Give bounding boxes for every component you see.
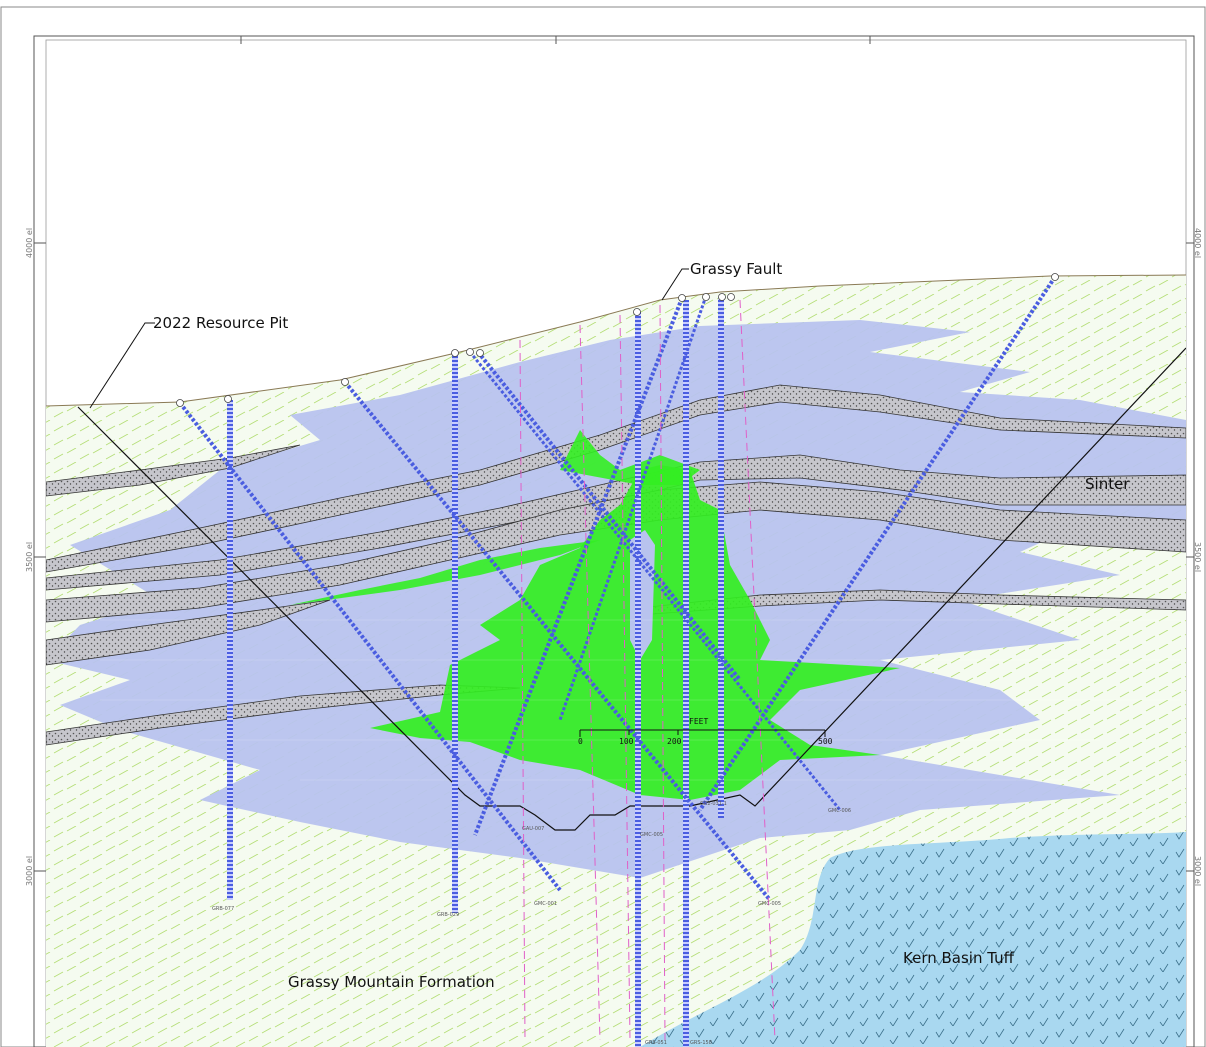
elevation-3500-left: 3500 el [25,542,34,572]
drillhole-dashed [579,324,601,1041]
drillhole-vertical [718,298,724,818]
topographic-surface [46,274,1186,407]
drillhole-dashed [739,299,776,1041]
sinter-bands [46,384,1186,746]
scale-bar-title: FEET [689,717,708,726]
drillhole-inclined [343,380,772,902]
scale-bar: FEET 0 100 200 500 [578,717,833,746]
drillhole-label: GRS-051 [645,1040,667,1046]
elevation-3000-right: 3000 el [1193,856,1202,886]
grassy-fault-label: Grassy Fault [690,260,782,278]
resource-pit-label: 2022 Resource Pit [153,314,288,332]
drillhole-vertical [227,400,233,900]
drillhole-label: GRB-029 [437,912,459,918]
scale-tick-200: 200 [667,737,682,746]
drillhole-inclined [468,351,842,811]
scale-tick-100: 100 [619,737,634,746]
drillhole-labels: GRB-077 GRB-029 GAU-007 GMC-001 GMC-005 … [212,801,851,1046]
grassy-mountain-formation-label: Grassy Mountain Formation [288,973,495,991]
sinter-label: Sinter [1085,475,1130,493]
elevation-3000-left: 3000 el [25,856,34,886]
elevation-4000-left: 4000 el [25,228,34,258]
drillhole-label: GMC-005 [640,832,663,838]
leader-lines [89,268,689,409]
drillholes [176,273,1059,1047]
drillhole-label: GRB-077 [212,906,234,912]
drillhole-inclined [698,275,1057,812]
drillhole-dashed [619,314,631,1041]
elevation-4000-right: 4000 el [1193,228,1202,258]
drillhole-vertical [452,353,458,913]
drillhole-vertical [683,300,689,1047]
kern-basin-tuff-label: Kern Basin Tuff [903,949,1015,967]
scale-tick-500: 500 [818,737,833,746]
drillhole-label: GR2-031-1 [700,801,727,807]
drillhole-inclined [178,401,562,892]
elevation-3500-right: 3500 el [1193,542,1202,572]
drillhole-label: GRS-158 [690,1040,712,1046]
drillhole-dashed [659,304,666,1041]
resource-pit-outline [77,347,1186,831]
drillhole-vertical [635,312,641,1047]
elevation-labels-left: 4000 el 3500 el 3000 el [25,228,34,886]
scale-tick-0: 0 [578,737,583,746]
elevation-labels-right: 4000 el 3500 el 3000 el [1193,228,1202,886]
drillhole-label: GMC-001 [534,901,557,907]
drillhole-label: GAU-007 [522,826,544,832]
drillhole-inclined [473,297,684,836]
drillhole-label: GMC-006 [828,808,851,814]
drillhole-label: GMC-005 [758,901,781,907]
kern-basin-tuff [640,832,1186,1047]
